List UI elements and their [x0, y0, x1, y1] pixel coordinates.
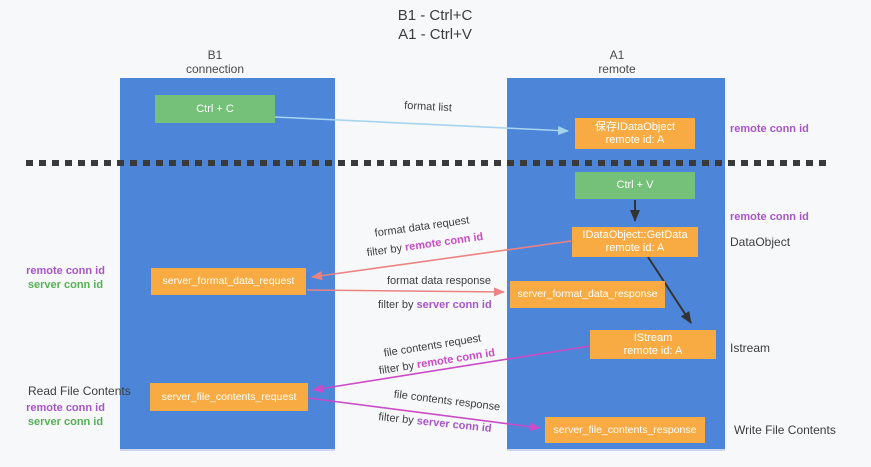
box-idataobject-getdata: IDataObject::GetData remote id: A [572, 227, 698, 257]
box-save-idataobject: 保存IDataObject remote id: A [575, 118, 695, 149]
column-header-b1-role: connection [185, 62, 245, 76]
label-filter-by-server-conn-id-1: filter by server conn id [378, 299, 492, 311]
column-header-b1-name: B1 [207, 48, 223, 62]
title-line-1: B1 - Ctrl+C [397, 7, 473, 24]
label-filter-by-prefix-3: filter by [378, 359, 419, 378]
box-idataobject-getdata-line2: remote id: A [605, 242, 665, 254]
box-idataobject-getdata-line1: IDataObject::GetData [582, 229, 688, 241]
label-file-contents-response: file contents response [393, 388, 501, 414]
box-ctrl-c: Ctrl + C [155, 95, 275, 123]
box-istream-line1: IStream [633, 331, 673, 344]
label-remote-conn-id-left-1: remote conn id [26, 265, 105, 277]
arrow-format-data-response [306, 287, 505, 297]
box-server-format-data-response-label: server_format_data_response [517, 288, 658, 300]
box-server-format-data-request: server_format_data_request [151, 268, 306, 295]
box-server-format-data-response: server_format_data_response [510, 281, 665, 308]
label-conn-ids-left-2: remote conn id server conn id [18, 401, 113, 429]
box-istream: IStream remote id: A [590, 330, 716, 359]
label-read-file-contents: Read File Contents [28, 384, 131, 398]
separator-dashed-line [26, 160, 830, 166]
box-ctrl-v-label: Ctrl + V [616, 179, 654, 191]
label-filter-by-prefix-2: filter by [378, 299, 417, 311]
box-server-format-data-request-label: server_format_data_request [162, 275, 295, 287]
box-server-file-contents-request-label: server_file_contents_request [161, 390, 297, 403]
box-save-idataobject-line1: 保存IDataObject [594, 120, 676, 133]
box-server-file-contents-response: server_file_contents_response [545, 417, 705, 443]
diagram-title: B1 - Ctrl+C A1 - Ctrl+V [350, 6, 520, 44]
column-header-b1: B1 connection [160, 48, 270, 76]
label-filter-by-server-conn-id-2: filter by server conn id [376, 411, 495, 435]
column-header-a1-name: A1 [609, 48, 625, 62]
label-format-data-response: format data response [387, 275, 491, 287]
box-istream-line2: remote id: A [623, 344, 683, 357]
label-write-file-contents: Write File Contents [734, 423, 836, 437]
label-filter-by-value-1: remote conn id [404, 230, 484, 254]
label-remote-conn-id-left-2: remote conn id [26, 402, 105, 414]
box-ctrl-c-label: Ctrl + C [196, 102, 234, 115]
label-filter-by-prefix-4: filter by [377, 411, 418, 428]
label-istream: Istream [730, 341, 771, 355]
label-conn-ids-left-1: remote conn id server conn id [18, 264, 113, 292]
box-ctrl-v: Ctrl + V [575, 172, 695, 199]
column-header-a1: A1 remote [562, 48, 672, 76]
label-filter-by-prefix-1: filter by [366, 241, 406, 260]
label-server-conn-id-left-2: server conn id [27, 416, 104, 428]
column-header-a1-role: remote [598, 62, 636, 76]
label-remote-conn-id-right-1: remote conn id [730, 123, 809, 135]
title-line-2: A1 - Ctrl+V [398, 26, 472, 43]
box-server-file-contents-response-label: server_file_contents_response [553, 423, 697, 436]
label-format-list: format list [403, 99, 453, 115]
label-remote-conn-id-right-2: remote conn id [730, 211, 809, 223]
label-dataobject: DataObject [730, 235, 791, 249]
box-server-file-contents-request: server_file_contents_request [150, 383, 308, 411]
box-save-idataobject-line2: remote id: A [605, 133, 665, 146]
label-server-conn-id-left-1: server conn id [27, 279, 104, 291]
label-filter-by-value-2: server conn id [416, 299, 492, 311]
label-filter-by-value-4: server conn id [416, 415, 493, 435]
